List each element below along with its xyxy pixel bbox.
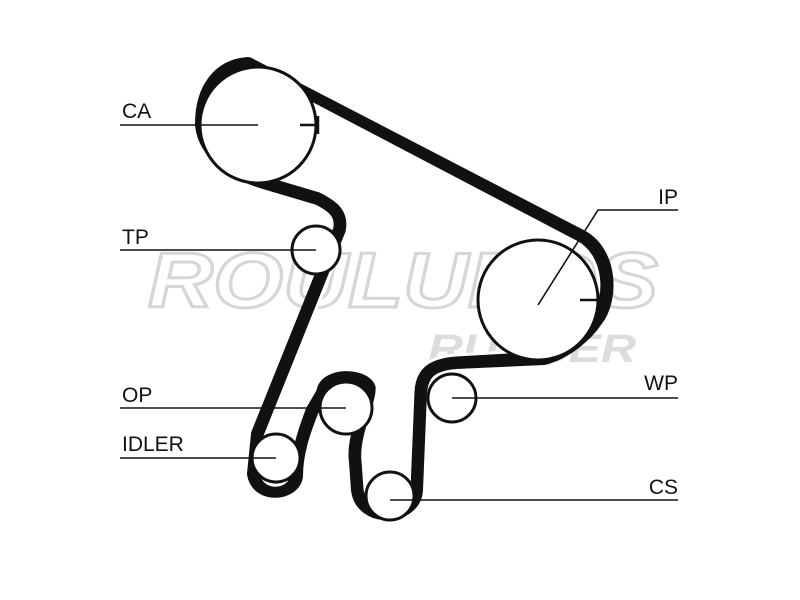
pulley-cs <box>364 470 416 522</box>
label-wp: WP <box>644 372 678 395</box>
labels: CA TP IP OP WP IDLER CS <box>122 100 678 499</box>
label-ip: IP <box>658 186 678 209</box>
label-op: OP <box>122 384 152 407</box>
label-idler: IDLER <box>122 433 184 456</box>
label-ca: CA <box>122 100 151 123</box>
label-tp: TP <box>122 226 149 249</box>
label-cs: CS <box>649 476 678 499</box>
leader-ip <box>537 209 678 306</box>
leader-lines <box>120 124 678 501</box>
